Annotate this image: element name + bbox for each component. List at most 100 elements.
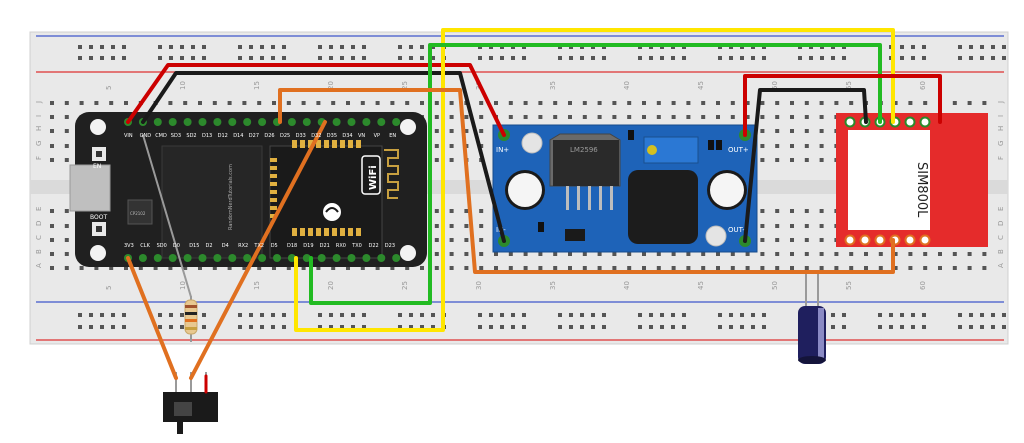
rail-hole	[991, 56, 995, 60]
rail-hole	[580, 325, 584, 329]
sim800l-pin	[844, 116, 856, 128]
breadboard-hole	[893, 101, 898, 105]
rail-hole	[911, 45, 915, 49]
rail-hole	[958, 325, 962, 329]
breadboard-hole	[716, 115, 720, 119]
breadboard-hole	[804, 252, 809, 256]
rail-hole	[558, 313, 562, 317]
castellation	[300, 228, 305, 236]
rail-hole	[202, 325, 206, 329]
breadboard-hole	[804, 115, 809, 119]
rail-hole	[980, 56, 984, 60]
rail-hole	[398, 325, 402, 329]
rail-hole	[820, 56, 824, 60]
breadboard-hole	[745, 266, 750, 270]
breadboard-hole	[50, 115, 54, 119]
breadboard-hole	[760, 252, 765, 256]
breadboard-hole	[745, 101, 750, 105]
breadboard-hole	[819, 144, 824, 148]
rail-hole	[489, 313, 493, 317]
breadboard-hole	[775, 158, 780, 162]
rail-hole	[682, 313, 686, 317]
slide-switch	[163, 372, 218, 434]
breadboard-hole	[50, 238, 54, 242]
rail-hole	[718, 325, 722, 329]
rail-hole	[202, 313, 206, 317]
rail-hole	[580, 313, 584, 317]
rail-hole	[991, 45, 995, 49]
resistor-band	[185, 327, 197, 330]
rail-hole	[751, 313, 755, 317]
rail-hole	[158, 45, 162, 49]
rail-hole	[831, 325, 835, 329]
breadboard-hole	[819, 209, 824, 213]
castellation	[270, 214, 277, 218]
rail-hole	[660, 56, 664, 60]
rail-hole	[340, 56, 344, 60]
breadboard-hole	[168, 266, 173, 270]
rail-hole	[89, 45, 93, 49]
breadboard-hole	[982, 252, 987, 256]
rail-hole	[900, 45, 904, 49]
rail-hole	[682, 325, 686, 329]
rail-hole	[660, 313, 664, 317]
breadboard-hole	[360, 101, 365, 105]
breadboard-hole	[50, 209, 54, 213]
rail-hole	[969, 56, 973, 60]
rail-hole	[169, 325, 173, 329]
castellation	[292, 140, 297, 148]
breadboard-hole	[804, 101, 809, 105]
rail-hole	[351, 45, 355, 49]
esp32-bottom-pin-label: D5	[271, 243, 278, 249]
breadboard-hole	[760, 115, 765, 119]
rail-hole	[249, 56, 253, 60]
esp32-top-pin-label: VIN	[124, 133, 133, 139]
breadboard-hole	[553, 115, 558, 119]
esp32-bottom-pin-label: D4	[222, 243, 229, 249]
breadboard-hole	[775, 252, 780, 256]
rail-hole	[362, 313, 366, 317]
rail-hole	[111, 45, 115, 49]
rail-hole	[842, 56, 846, 60]
esp32-top-pin-label: SD3	[171, 133, 181, 139]
breadboard-hole	[464, 238, 469, 242]
castellation	[356, 140, 361, 148]
esp32-top-pin-label: D33	[296, 133, 306, 139]
breadboard-hole	[50, 266, 54, 270]
breadboard-hole	[479, 252, 484, 256]
breadboard-hole	[286, 266, 291, 270]
breadboard-hole	[760, 129, 765, 133]
breadboard-hole	[183, 266, 188, 270]
breadboard-hole	[819, 129, 824, 133]
breadboard-hole	[449, 209, 454, 213]
esp32-bottom-pin-label: D18	[287, 243, 297, 249]
breadboard-hole	[582, 101, 587, 105]
breadboard-hole	[864, 252, 868, 256]
row-letter: G	[997, 141, 1005, 146]
breadboard-hole	[212, 101, 217, 105]
sim800l-pin	[904, 234, 916, 246]
rail-hole	[100, 313, 104, 317]
column-number: 40	[623, 81, 631, 90]
rail-hole	[111, 313, 115, 317]
column-number: 50	[771, 281, 779, 290]
rail-hole	[660, 325, 664, 329]
esp32-wroom-module	[269, 145, 383, 259]
rail-hole	[922, 313, 926, 317]
breadboard-hole	[804, 238, 809, 242]
row-letter: D	[997, 221, 1005, 226]
rail-hole	[798, 56, 802, 60]
column-number: 10	[179, 81, 187, 90]
rail-hole	[282, 313, 286, 317]
rail-hole	[591, 325, 595, 329]
rail-hole	[682, 56, 686, 60]
rail-hole	[569, 56, 573, 60]
breadboard-hole	[494, 266, 498, 270]
breadboard-hole	[94, 101, 99, 105]
breadboard-hole	[523, 252, 528, 256]
rail-hole	[718, 313, 722, 317]
rail-hole	[409, 45, 413, 49]
breadboard-hole	[479, 209, 484, 213]
rail-hole	[1002, 313, 1006, 317]
rail-hole	[740, 325, 744, 329]
